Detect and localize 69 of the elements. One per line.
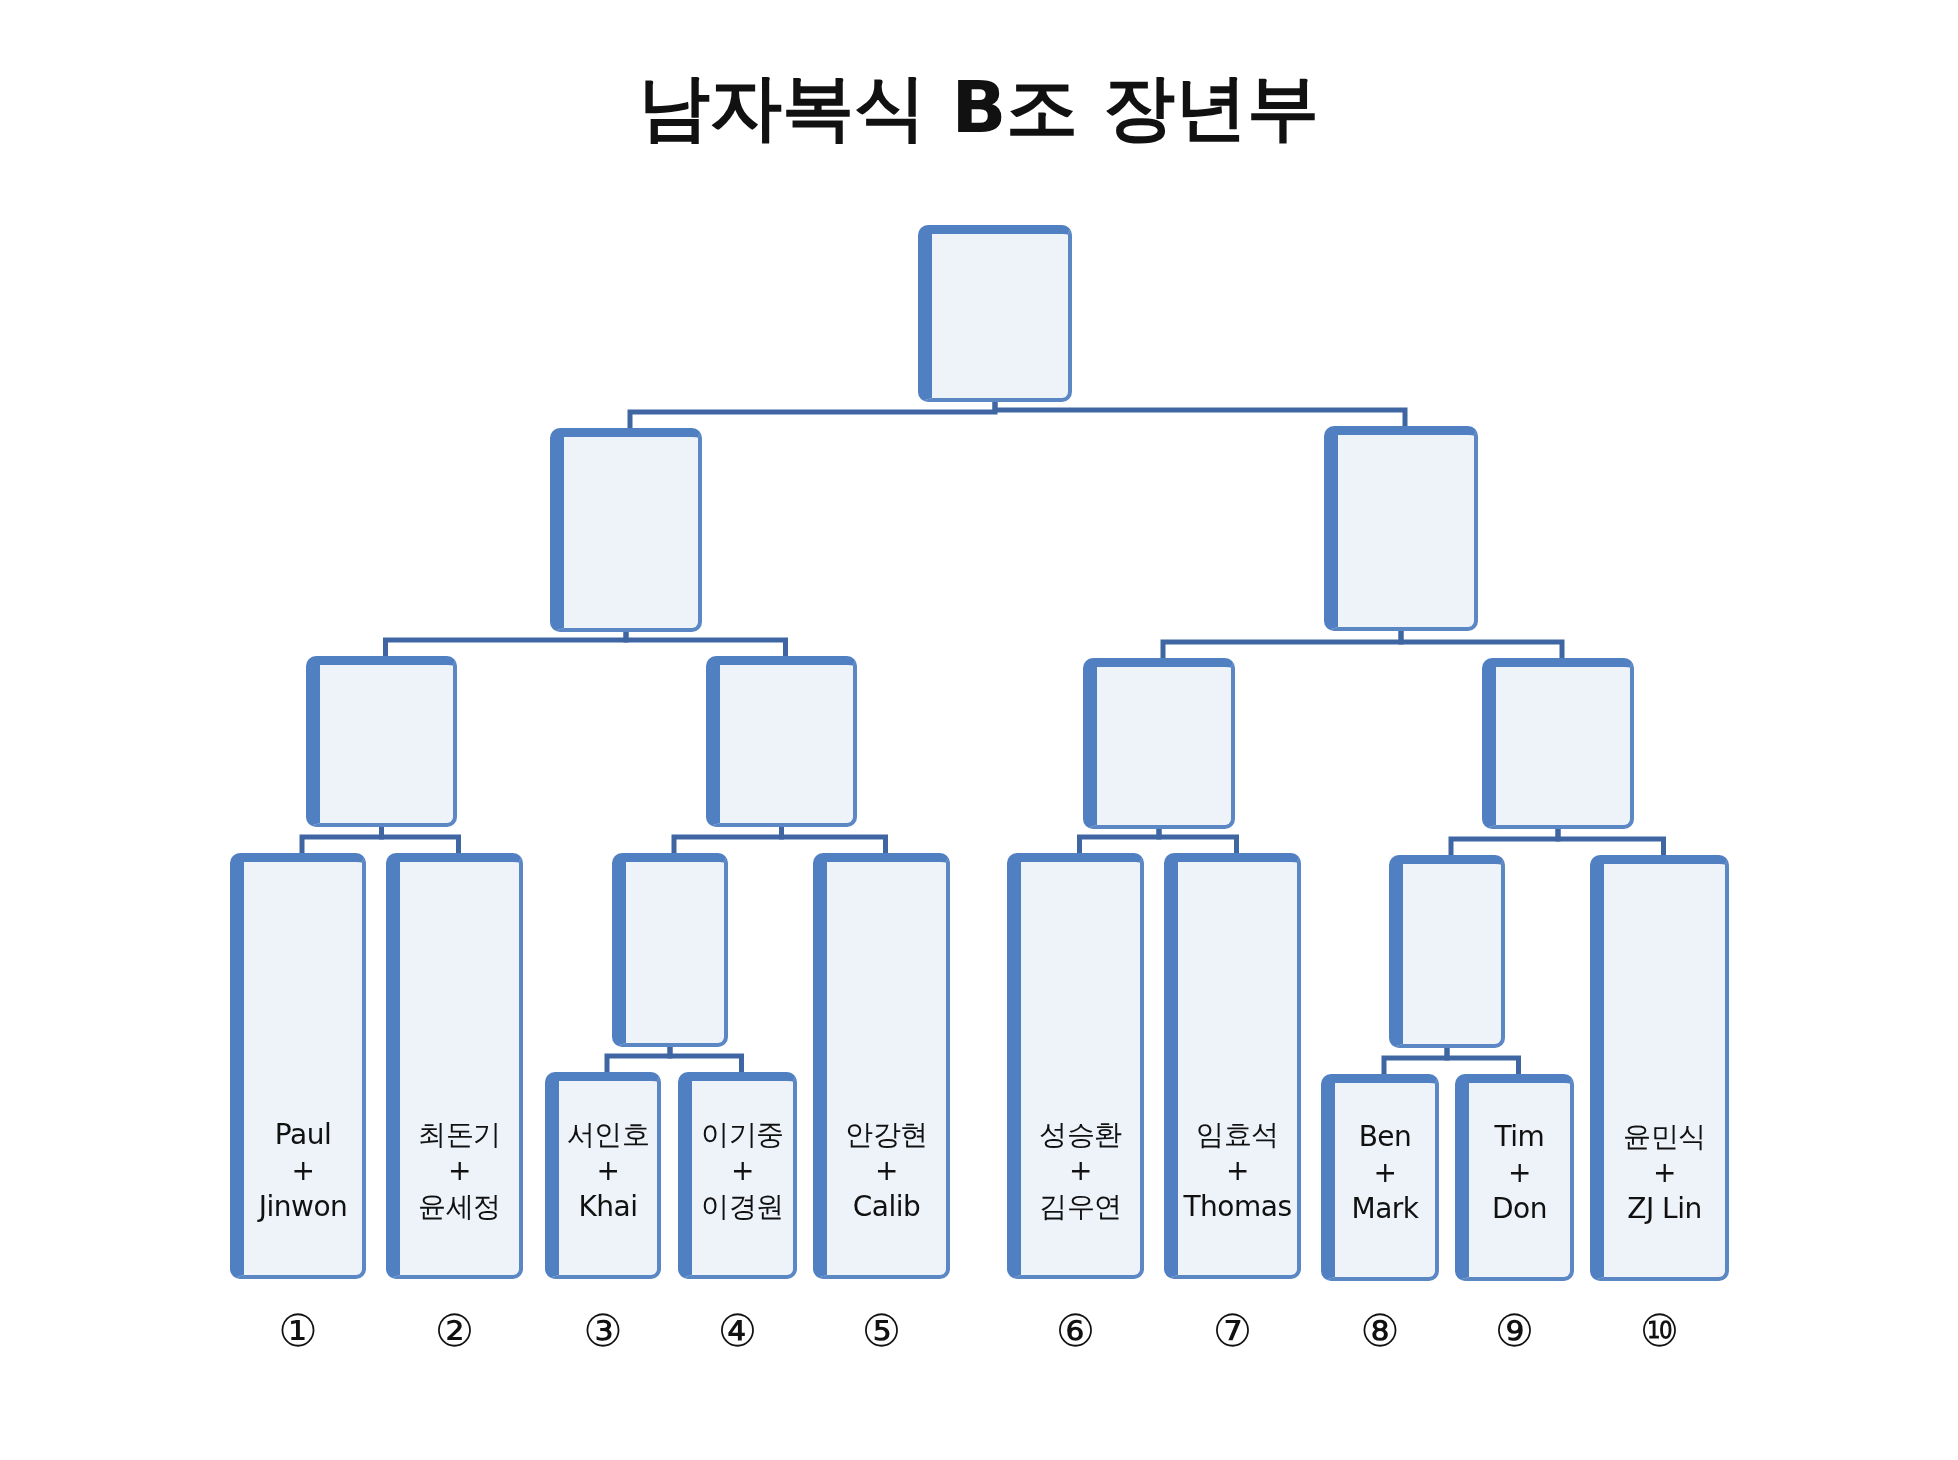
seed-number: ⑥ (1054, 1305, 1097, 1356)
plus-sign: + (596, 1153, 620, 1189)
bracket-box (1482, 658, 1634, 829)
bracket-line (623, 632, 788, 656)
bracket-box (918, 225, 1072, 402)
bracket-box (1007, 853, 1144, 1279)
bracket-box (612, 853, 728, 1047)
bracket-box (1324, 426, 1478, 631)
player-name: Tim (1494, 1119, 1545, 1155)
bracket-box (1389, 855, 1505, 1048)
seed-number: ⑦ (1211, 1305, 1254, 1356)
player-name: Khai (578, 1189, 638, 1225)
player-name: 이경원 (701, 1189, 784, 1225)
seed-number: ⑩ (1638, 1305, 1681, 1356)
bracket-box (1083, 658, 1235, 829)
bracket-box (678, 1072, 797, 1279)
bracket-box (230, 853, 366, 1279)
title: 남자복식 B조 장년부 (638, 64, 1320, 151)
player-name: Ben (1358, 1119, 1412, 1155)
player-name: Mark (1351, 1191, 1419, 1227)
bracket-box (306, 656, 457, 827)
plus-sign: + (875, 1153, 898, 1189)
player-name: 이기중 (701, 1117, 784, 1153)
player-name: 김우연 (1039, 1189, 1122, 1225)
bracket-line (779, 827, 888, 853)
seed-number: ⑤ (860, 1305, 903, 1356)
player-name: 윤민식 (1623, 1119, 1706, 1155)
player-name: Thomas (1183, 1189, 1292, 1225)
player-name: 안강현 (845, 1117, 928, 1153)
plus-sign: + (731, 1153, 754, 1189)
bracket-line (1398, 631, 1565, 658)
plus-sign: + (1069, 1153, 1092, 1189)
player-name: Paul (274, 1117, 332, 1153)
bracket-line (992, 402, 1408, 426)
plus-sign: + (1653, 1155, 1676, 1191)
bracket-box (1164, 853, 1301, 1279)
plus-sign: + (291, 1153, 315, 1189)
player-name: ZJ Lin (1627, 1191, 1702, 1227)
seed-number: ⑧ (1359, 1305, 1401, 1356)
bracket-line (379, 827, 461, 853)
plus-sign: + (448, 1153, 471, 1189)
bracket-box (545, 1072, 661, 1279)
player-name: 최돈기 (418, 1117, 501, 1153)
seed-number: ④ (716, 1305, 759, 1356)
plus-sign: + (1373, 1155, 1397, 1191)
bracket-box (386, 853, 523, 1279)
bracket-line (1444, 1048, 1521, 1074)
seed-number: ② (433, 1305, 476, 1356)
seed-number: ③ (582, 1305, 624, 1356)
bracket-line (1156, 829, 1239, 853)
plus-sign: + (1508, 1155, 1531, 1191)
seed-number: ① (277, 1305, 319, 1356)
bracket-line (667, 1047, 744, 1072)
bracket-box (1321, 1074, 1439, 1281)
bracket-box (1590, 855, 1729, 1281)
player-name: 윤세정 (418, 1189, 501, 1225)
player-name: Don (1492, 1191, 1547, 1227)
bracket-box (550, 428, 702, 632)
player-name: 서인호 (566, 1117, 650, 1153)
player-name: Calib (852, 1189, 921, 1225)
seed-number: ⑨ (1493, 1305, 1536, 1356)
player-name: 임효석 (1196, 1117, 1279, 1153)
bracket-line (1555, 829, 1666, 855)
player-name: 성승환 (1039, 1117, 1122, 1153)
bracket-box (813, 853, 950, 1279)
plus-sign: + (1226, 1153, 1249, 1189)
player-name: Jinwon (258, 1189, 348, 1225)
bracket-box (706, 656, 857, 827)
bracket-box (1455, 1074, 1574, 1281)
